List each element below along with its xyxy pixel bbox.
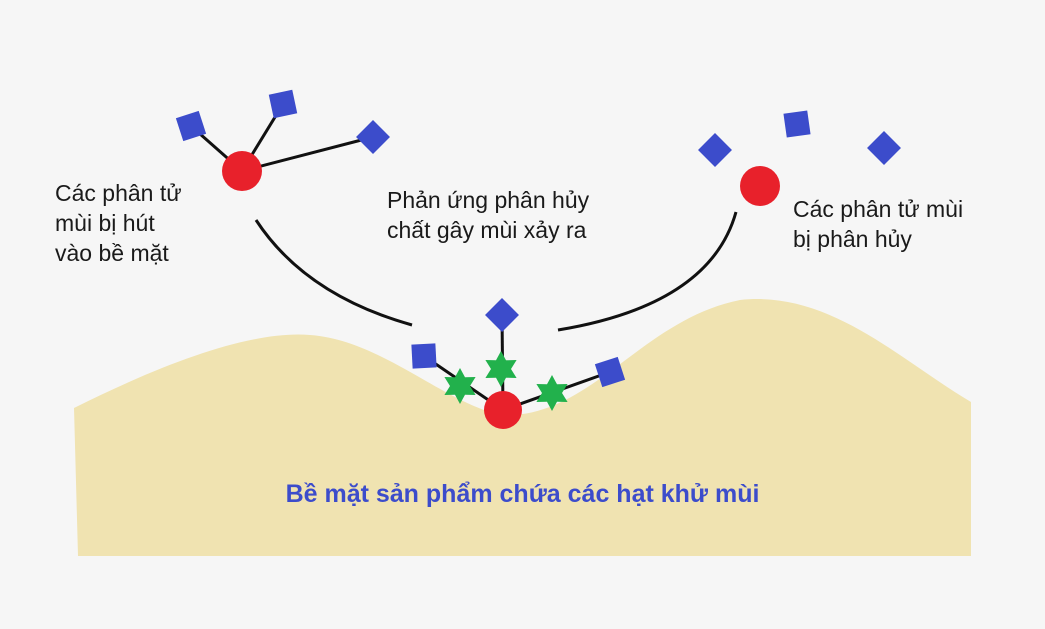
decomposed-molecule-group — [698, 110, 901, 206]
label-decomposed-molecules: Các phân tử mùi bị phân hủy — [793, 194, 963, 254]
fragment-diamond — [175, 110, 207, 142]
odor-molecule-circle — [484, 391, 522, 429]
label-line: vào bề mặt — [55, 240, 169, 266]
label-line: mùi bị hút — [55, 210, 155, 236]
fragment-diamond — [356, 120, 390, 154]
label-line: Phản ứng phân hủy — [387, 187, 590, 213]
arrow-arc-left — [254, 219, 413, 327]
label-decomposition-reaction: Phản ứng phân hủy chất gây mùi xảy ra — [387, 185, 589, 245]
bond-line — [241, 135, 374, 173]
catalyst-star — [536, 375, 568, 411]
label-line: Các phân tử — [55, 180, 182, 206]
adsorbed-molecule-group — [175, 89, 390, 191]
label-line: chất gây mùi xảy ra — [387, 217, 587, 243]
fragment-diamond — [594, 356, 626, 388]
fragment-diamond — [268, 89, 298, 119]
odor-molecule-circle — [740, 166, 780, 206]
label-line: Các phân tử mùi — [793, 196, 964, 222]
fragment-diamond — [867, 131, 901, 165]
arrow-arc-right — [557, 211, 738, 332]
catalyst-star — [485, 351, 517, 387]
fragment-diamond — [485, 298, 519, 332]
fragment-diamond — [411, 343, 437, 369]
label-line: bị phân hủy — [793, 226, 912, 252]
odor-molecule-circle — [222, 151, 262, 191]
fragment-diamond — [783, 110, 811, 138]
surface-caption: Bề mặt sản phẩm chứa các hạt khử mùi — [285, 480, 760, 508]
label-adsorbed-molecules: Các phân tử mùi bị hút vào bề mặt — [55, 178, 182, 268]
catalyst-star — [444, 368, 476, 404]
product-surface — [74, 299, 971, 556]
fragment-diamond — [698, 133, 732, 167]
